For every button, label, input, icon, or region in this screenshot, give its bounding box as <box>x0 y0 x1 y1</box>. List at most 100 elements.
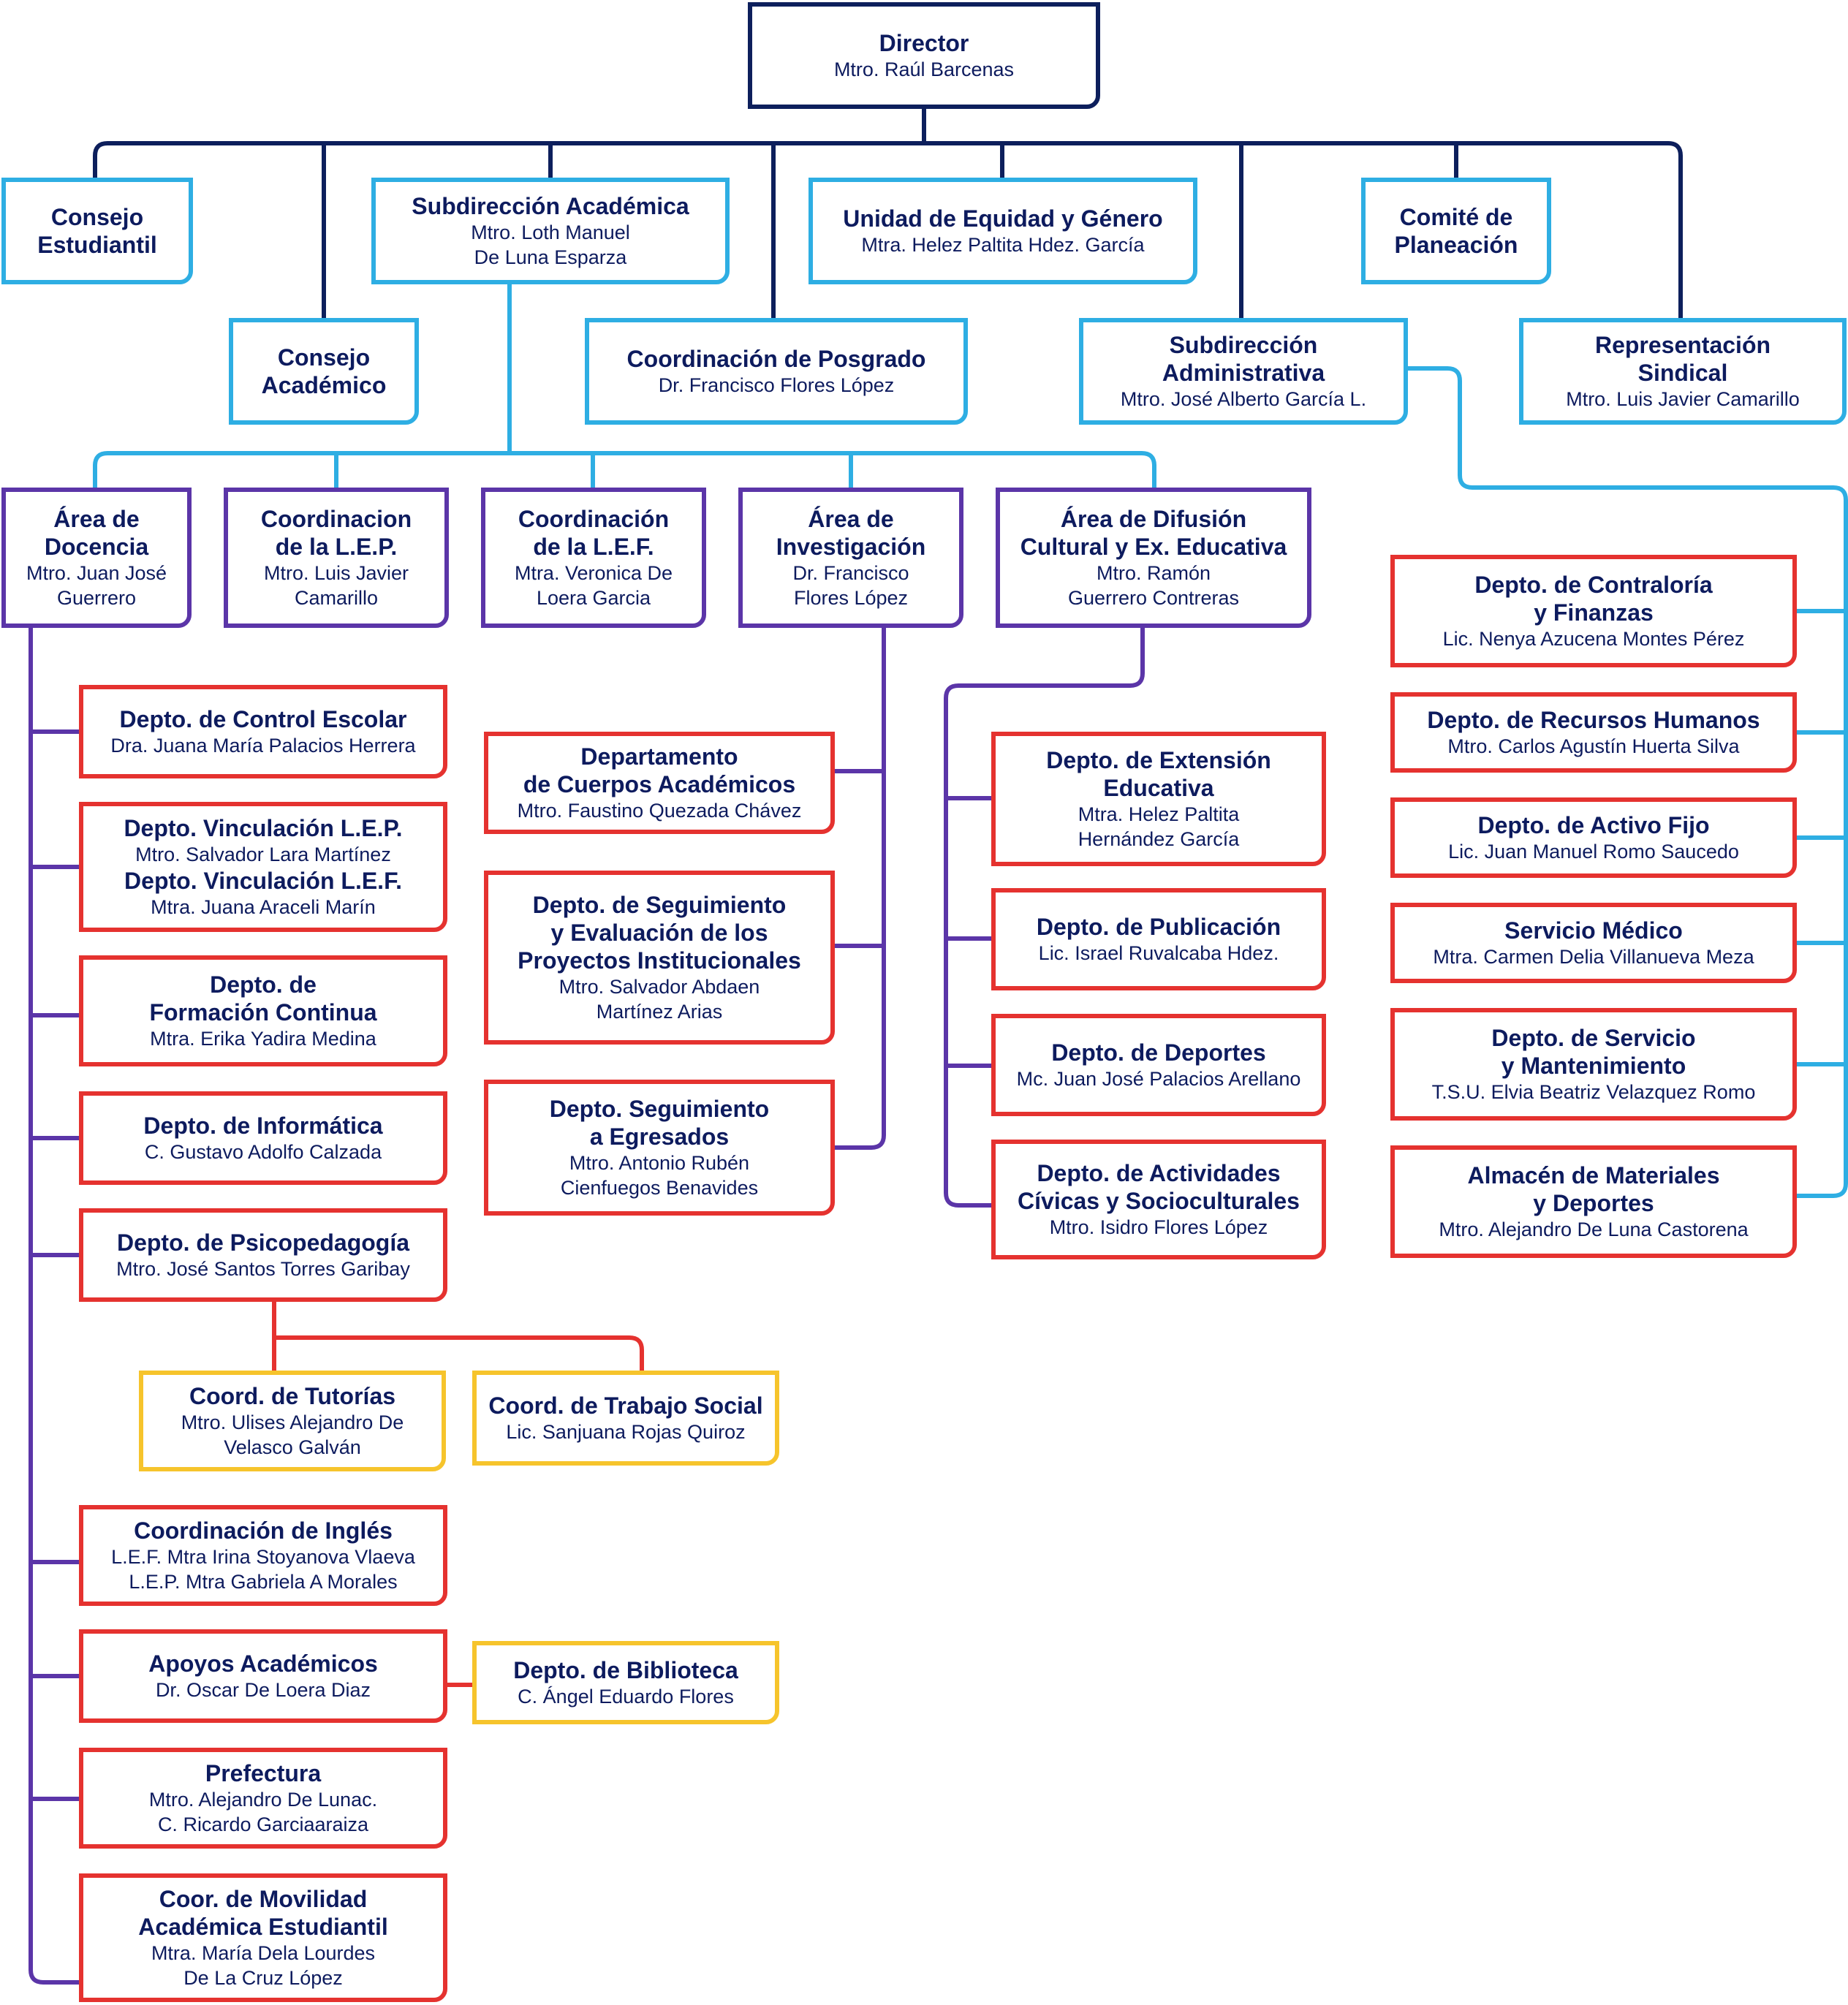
node-person-line: Hernández García <box>1078 828 1240 850</box>
node-title-line: Cultural y Ex. Educativa <box>1020 534 1287 560</box>
node-person-line: T.S.U. Elvia Beatriz Velazquez Romo <box>1431 1081 1756 1103</box>
node-title-line: de Cuerpos Académicos <box>523 771 796 797</box>
node-person-line: Martínez Arias <box>596 1001 723 1023</box>
node-title-line: Área de Difusión <box>1060 506 1247 532</box>
node-title-line: Proyectos Institucionales <box>518 947 801 974</box>
node-person-line: Lic. Sanjuana Rojas Quiroz <box>506 1421 746 1443</box>
node-title-line: Depto. Seguimiento <box>549 1096 770 1122</box>
node-title-line: Depto. de Publicación <box>1036 914 1281 940</box>
node-person-line: Mtra. Veronica De <box>514 562 673 584</box>
node-person-line: Velasco Galván <box>224 1436 361 1458</box>
connector-level-4 <box>272 1302 644 1687</box>
node-title-line: Depto. de Activo Fijo <box>1477 812 1710 838</box>
node-person-line: Flores López <box>793 587 909 609</box>
node-person-line: C. Gustavo Adolfo Calzada <box>144 1141 382 1163</box>
node-person-line: Mtro. Loth Manuel <box>471 221 630 243</box>
node-title-line: Formación Continua <box>149 999 377 1026</box>
node-person-line: Mtra. Erika Yadira Medina <box>150 1028 376 1050</box>
node-title-line: Administrativa <box>1162 360 1325 386</box>
node-title-line: Depto. de Deportes <box>1051 1039 1266 1066</box>
node-title-line: Unidad de Equidad y Género <box>843 205 1163 232</box>
node-title-line: Coordinación <box>518 506 670 532</box>
node-title-line: Depto. de Biblioteca <box>513 1657 738 1683</box>
node-title-line: Apoyos Académicos <box>148 1650 378 1677</box>
node-person-line: L.E.F. Mtra Irina Stoyanova Vlaeva <box>111 1546 415 1568</box>
node-title-line: Subdirección <box>1169 332 1318 358</box>
node-title-line: Docencia <box>44 534 149 560</box>
node-title-line: Coordinación de Inglés <box>134 1517 393 1544</box>
node-person-line: C. Ángel Eduardo Flores <box>518 1686 734 1708</box>
node-person-line: C. Ricardo Garciaaraiza <box>157 1813 369 1835</box>
node-person-line: Dr. Francisco <box>792 562 909 584</box>
node-title-line: Educativa <box>1103 775 1214 801</box>
node-title-line: y Mantenimiento <box>1501 1053 1686 1079</box>
node-title-line: Coord. de Trabajo Social <box>488 1392 763 1419</box>
node-title-line: Depto. de <box>210 971 317 998</box>
node-person-line: Dra. Juana María Palacios Herrera <box>110 735 416 757</box>
node-title-line: Director <box>879 30 969 56</box>
node-person-line: Mtro. Salvador Lara Martínez <box>135 844 391 865</box>
node-title-line: a Egresados <box>589 1123 730 1150</box>
node-title-line: Depto. de Contraloría <box>1474 572 1713 598</box>
node-title-line: Área de <box>53 506 140 532</box>
node-title-line: Planeación <box>1394 232 1518 258</box>
node-title-line: Representación <box>1594 332 1771 358</box>
node-title-line: Coord. de Tutorías <box>189 1383 396 1409</box>
node-title-line: y Finanzas <box>1534 599 1654 626</box>
node-title-line: Depto. de Extensión <box>1046 747 1271 773</box>
node-person-line: Mtra. Juana Araceli Marín <box>151 896 376 918</box>
node-title-line: Consejo <box>277 344 371 371</box>
node-person-line: De Luna Esparza <box>474 246 627 268</box>
node-title-line: Depto. Vinculación L.E.P. <box>124 815 403 841</box>
node-person-line: Mtro. Carlos Agustín Huerta Silva <box>1447 735 1740 757</box>
node-title-line: Consejo <box>50 204 144 230</box>
node-title-line: Sindical <box>1637 360 1728 386</box>
node-person-line: Mtro. Juan José <box>26 562 167 584</box>
node-vinculacion: Depto. Vinculación L.E.P. Mtro. Salvador … <box>79 802 447 932</box>
node-title-line: Cívicas y Socioculturales <box>1018 1188 1300 1214</box>
node-person-line: De La Cruz López <box>183 1967 343 1989</box>
node-person-line: Lic. Israel Ruvalcaba Hdez. <box>1038 942 1279 964</box>
node-person-line: Guerrero <box>56 587 137 609</box>
node-title-line: Estudiantil <box>37 232 157 258</box>
connector-level-3 <box>29 628 1145 1985</box>
node-title-line: y Deportes <box>1533 1190 1654 1216</box>
node-person-line: Mtro. Raúl Barcenas <box>833 58 1015 80</box>
node-title-line: de la L.E.F. <box>533 534 654 560</box>
node-person-line: Mtra. Carmen Delia Villanueva Meza <box>1433 946 1754 968</box>
node-title-line: Área de <box>808 506 894 532</box>
node-title-line: Servicio Médico <box>1504 917 1683 944</box>
node-title-line: Depto. de Recursos Humanos <box>1427 707 1760 733</box>
node-person-line: Mc. Juan José Palacios Arellano <box>1016 1068 1301 1090</box>
node-title-line: Prefectura <box>205 1760 322 1786</box>
node-person-line: Guerrero Contreras <box>1067 587 1240 609</box>
node-person-line: Mtro. Ramón <box>1096 562 1211 584</box>
node-person-line: Mtra. Helez Paltita Hdez. García <box>861 234 1145 256</box>
node-person-line: L.E.P. Mtra Gabriela A Morales <box>129 1571 398 1593</box>
node-person-line: Lic. Juan Manuel Romo Saucedo <box>1448 841 1739 863</box>
